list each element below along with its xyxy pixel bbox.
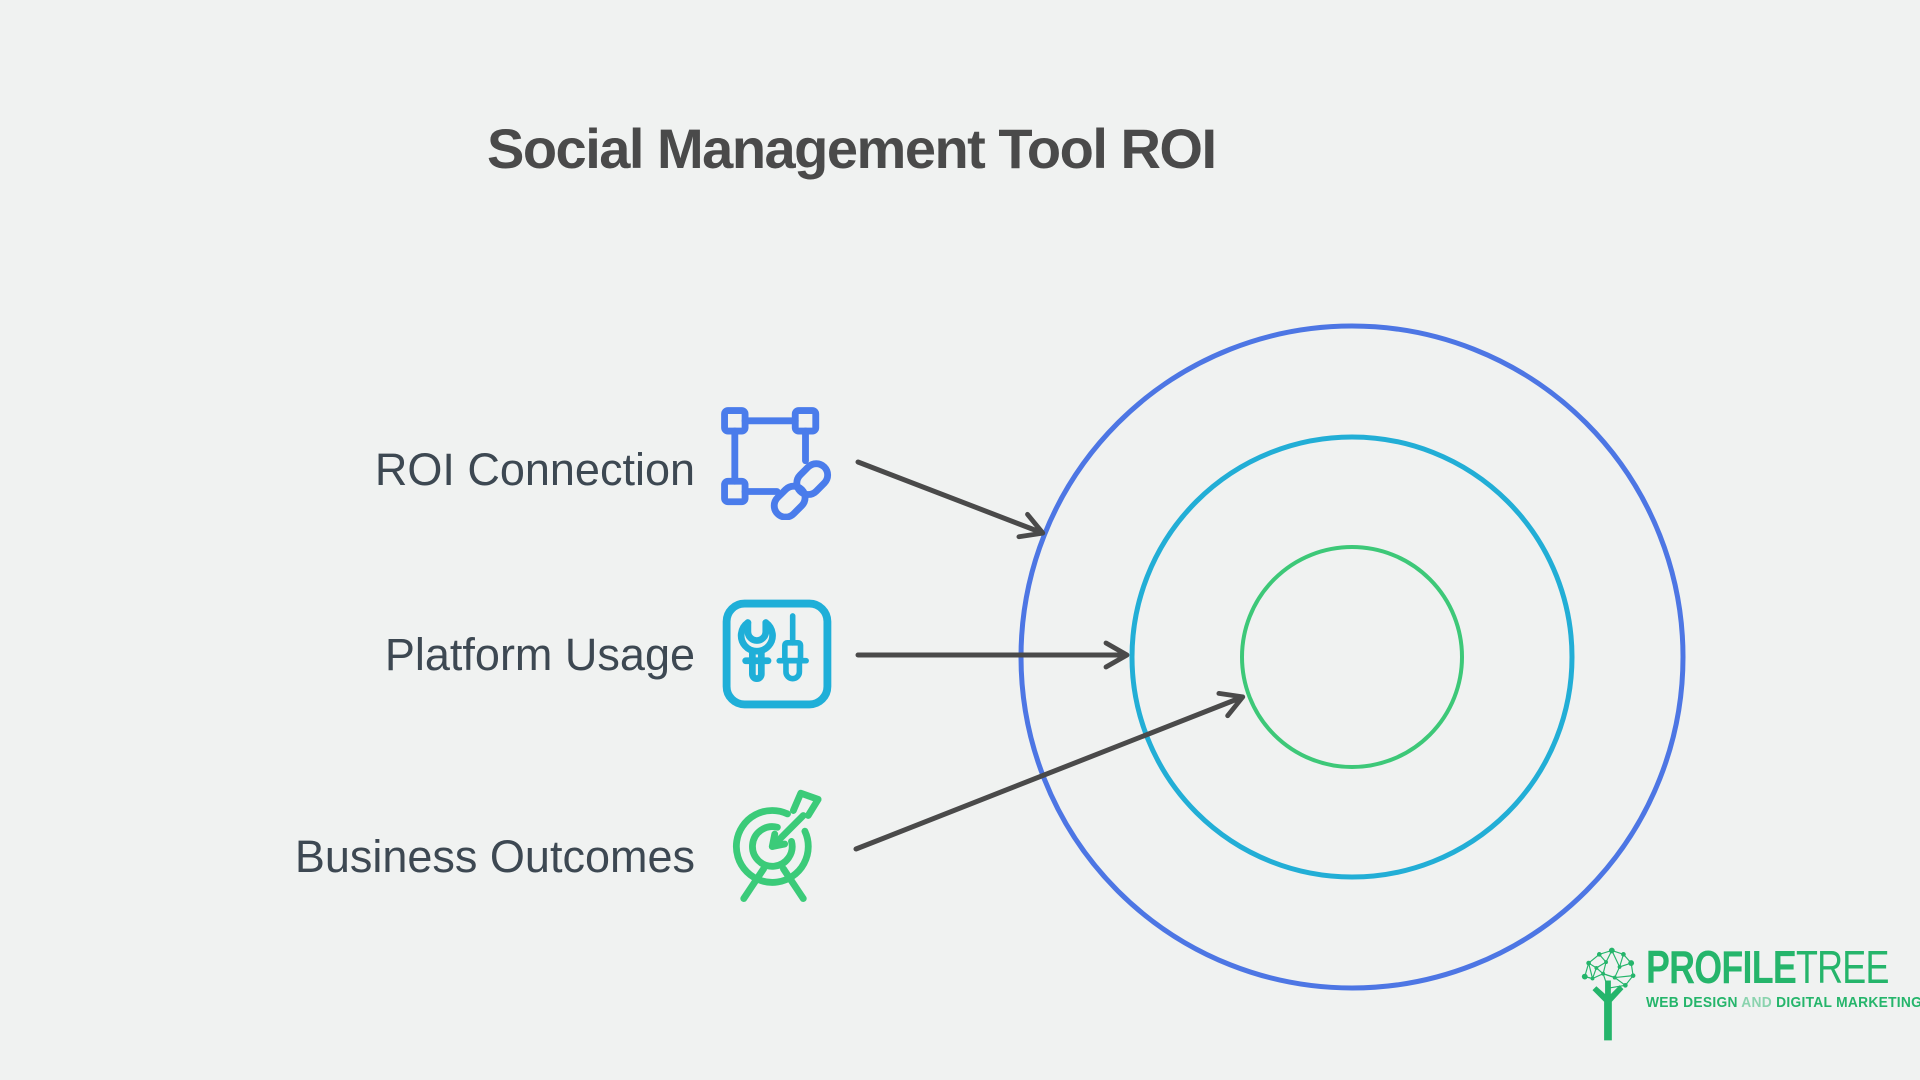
brand-tree: TREE [1796,941,1889,993]
tools-icon [722,599,832,709]
label-roi-connection: ROI Connection [374,444,695,495]
brand-profile: PROFILE [1646,941,1797,993]
profiletree-logo: PROFILETREE WEB DESIGN AND DIGITAL MARKE… [1578,944,1920,1044]
label-business-outcomes: Business Outcomes [294,831,695,882]
selection-link-icon [721,407,832,520]
tagline-web-design: WEB DESIGN [1646,994,1742,1011]
arrow-roi-to-outer-ring [855,459,1046,540]
profiletree-logo-icon [1581,947,1636,1041]
profiletree-tagline: WEB DESIGN AND DIGITAL MARKETING [1646,994,1920,1011]
profiletree-wordmark: PROFILETREE [1646,944,1889,990]
target-arrow-icon [732,789,822,902]
tagline-and: AND [1741,994,1773,1011]
page-title: Social Management Tool ROI [487,117,1217,180]
arrow-business-to-inner-ring [853,691,1246,852]
inner-ring [1240,545,1464,769]
tagline-digital-marketing: DIGITAL MARKETING [1772,994,1920,1011]
label-platform-usage: Platform Usage [384,629,695,680]
middle-ring [1129,434,1575,880]
